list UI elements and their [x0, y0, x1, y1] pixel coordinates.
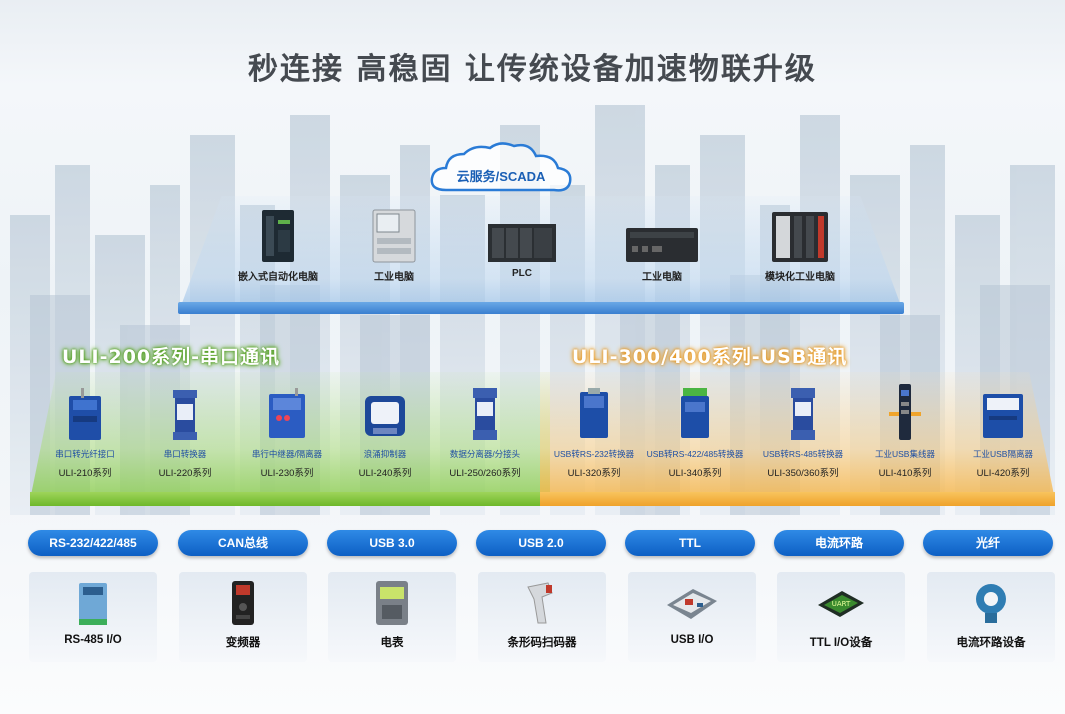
protocol-fiber: 光纤 [923, 530, 1053, 556]
module-uli-410: 工业USB集线器 ULI-410系列 [850, 380, 960, 479]
protocol-can-bus: CAN总线 [178, 530, 308, 556]
usb-platform-edge [540, 492, 1055, 506]
module-uli-340: USB转RS-422/485转换器 ULI-340系列 [640, 380, 750, 479]
module-model: ULI-210系列 [58, 468, 112, 479]
current-loop-sensor-icon [976, 584, 1006, 623]
cloud-label: 云服务/SCADA [456, 169, 546, 184]
module-uli-220: 串口转换器 ULI-220系列 [130, 380, 240, 479]
controller-label: 嵌入式自动化电脑 [238, 272, 318, 283]
barcode-scanner-icon [527, 582, 553, 624]
device-label: 条形码扫码器 [507, 637, 577, 649]
device-card-scanner: 条形码扫码器 [478, 572, 606, 662]
page-title: 秒连接 高稳固 让传统设备加速物联升级 [248, 52, 817, 87]
module-model: ULI-250/260系列 [449, 468, 521, 479]
protocol-rs232-422-485: RS-232/422/485 [28, 530, 158, 556]
protocol-usb2: USB 2.0 [476, 530, 606, 556]
chip-text: UART [832, 600, 851, 608]
serial-converter-icon [173, 390, 197, 440]
module-uli-320: USB转RS-232转换器 ULI-320系列 [539, 380, 649, 479]
controller-platform-edge [178, 302, 904, 314]
inverter-icon [232, 581, 254, 625]
io-module-icon [79, 583, 107, 625]
box-pc-icon [626, 228, 698, 262]
module-name: USB转RS-232转换器 [553, 449, 635, 459]
usb-rs485-adapter-icon [791, 388, 815, 440]
module-uli-350: USB转RS-485转换器 ULI-350/360系列 [748, 380, 858, 479]
device-label: 电流环路设备 [956, 637, 1026, 649]
controller-label: 工业电脑 [374, 272, 414, 283]
uart-chip-icon: UART [818, 591, 864, 617]
modular-pc-icon [772, 212, 828, 262]
module-name: 数据分离器/分接头 [449, 449, 521, 459]
controller-plc: PLC [462, 206, 582, 279]
controller-ipc-1: 工业电脑 [334, 206, 454, 283]
module-name: 浪涌抑制器 [363, 449, 407, 459]
serial-repeater-icon [269, 388, 305, 438]
module-name: 串行中继器/隔离器 [251, 449, 323, 459]
controller-ipc-2: 工业电脑 [602, 206, 722, 283]
module-model: ULI-420系列 [976, 468, 1030, 479]
module-uli-250: 数据分离器/分接头 ULI-250/260系列 [430, 380, 540, 479]
controller-label: 模块化工业电脑 [765, 272, 835, 283]
embedded-pc-icon [262, 210, 294, 262]
module-model: ULI-350/360系列 [767, 468, 839, 479]
module-model: ULI-410系列 [878, 468, 932, 479]
protocol-usb3: USB 3.0 [327, 530, 457, 556]
usb-hub-icon [889, 384, 921, 440]
device-card-ttl-io: UART TTL I/O设备 [777, 572, 905, 662]
usb-isolator-icon [983, 394, 1023, 438]
module-uli-420: 工业USB隔离器 ULI-420系列 [948, 380, 1058, 479]
module-name: USB转RS-485转换器 [762, 449, 844, 459]
module-model: ULI-240系列 [358, 468, 412, 479]
series-title-usb: ULI-300/400系列-USB通讯 [572, 346, 848, 368]
device-card-inverter: 变频器 [179, 572, 307, 662]
device-card-current-loop: 电流环路设备 [927, 572, 1055, 662]
module-uli-240: 浪涌抑制器 ULI-240系列 [330, 380, 440, 479]
module-name: 工业USB隔离器 [973, 449, 1033, 459]
data-splitter-icon [473, 388, 497, 440]
module-uli-210: 串口转光纤接口 ULI-210系列 [30, 380, 140, 479]
controller-label: 工业电脑 [642, 272, 682, 283]
module-name: 工业USB集线器 [875, 449, 935, 459]
usb-rs232-converter-icon [580, 388, 608, 438]
module-model: ULI-220系列 [158, 468, 212, 479]
series-title-serial: ULI-200系列-串口通讯 [62, 346, 281, 368]
device-card-rs485-io: RS-485 I/O [29, 572, 157, 662]
module-model: ULI-320系列 [567, 468, 621, 479]
module-name: USB转RS-422/485转换器 [646, 449, 744, 459]
module-name: 串口转光纤接口 [55, 449, 115, 459]
module-model: ULI-340系列 [668, 468, 722, 479]
serial-platform-edge [30, 492, 550, 506]
module-model: ULI-230系列 [260, 468, 314, 479]
power-meter-icon [376, 581, 408, 625]
device-label: 变频器 [225, 637, 261, 649]
module-name: 串口转换器 [163, 449, 207, 459]
surge-suppressor-icon [365, 396, 405, 436]
device-label: TTL I/O设备 [809, 637, 873, 649]
module-uli-230: 串行中继器/隔离器 ULI-230系列 [232, 380, 342, 479]
controller-label: PLC [512, 268, 532, 279]
protocol-current-loop: 电流环路 [774, 530, 904, 556]
device-card-usb-io: USB I/O [628, 572, 756, 662]
controller-modular: 模块化工业电脑 [740, 206, 860, 283]
device-label: 电表 [380, 637, 404, 649]
device-label: USB I/O [670, 634, 714, 646]
protocol-ttl: TTL [625, 530, 755, 556]
industrial-pc-icon [372, 209, 416, 263]
controller-embedded: 嵌入式自动化电脑 [218, 206, 338, 283]
cloud-service: 云服务/SCADA [426, 140, 576, 196]
usb-io-board-icon [667, 589, 717, 619]
fiber-converter-icon [69, 388, 101, 440]
cloud-icon [430, 142, 572, 192]
device-label: RS-485 I/O [64, 634, 122, 646]
usb-rs485-converter-icon [681, 388, 709, 438]
plc-icon [488, 224, 556, 262]
device-card-meter: 电表 [328, 572, 456, 662]
